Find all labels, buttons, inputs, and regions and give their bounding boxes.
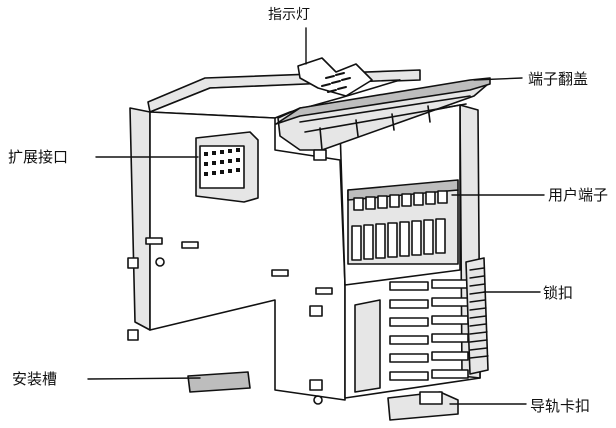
indicator-leds: [321, 72, 351, 93]
label-rail-clip: 导轨卡扣: [530, 397, 591, 415]
vent-slots: [389, 279, 469, 381]
side-recess: [354, 299, 381, 393]
leader-cover: [473, 77, 523, 81]
terminal-slots: [351, 218, 446, 261]
lock-teeth: [469, 267, 489, 359]
label-mounting-slot: 安装槽: [12, 370, 58, 388]
label-indicator: 指示灯: [268, 7, 310, 23]
terminal-screws: [353, 190, 448, 211]
label-lock: 锁扣: [543, 284, 574, 302]
leader-lines: [87, 27, 545, 405]
label-terminal-cover: 端子翻盖: [528, 70, 589, 88]
label-user-terminal: 用户端子: [548, 186, 609, 204]
lock-clip: [465, 257, 489, 375]
indicator-panel: [297, 57, 373, 97]
expansion-pins: [204, 148, 240, 176]
left-face: [129, 107, 151, 331]
label-expansion-port: 扩展接口: [8, 148, 69, 166]
mounting-slot-shape: [187, 371, 251, 393]
terminal-cover-top: [275, 77, 491, 125]
leader-slot: [87, 377, 201, 380]
